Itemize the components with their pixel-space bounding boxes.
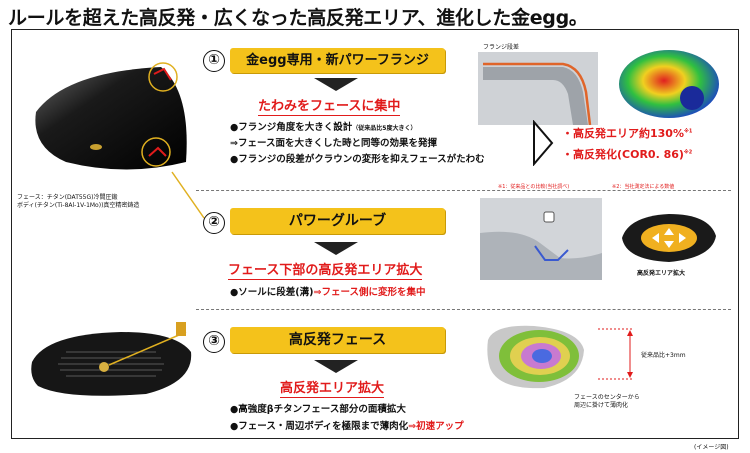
heatmap-head-image [619, 50, 719, 118]
section1-bullet-3: ●フランジの段差がクラウンの変形を抑えフェースがたわむ [230, 154, 485, 165]
section1-bullet-1: ●フランジ角度を大きく設計（従来品比5度大きく） [230, 119, 416, 133]
section-divider [196, 309, 731, 310]
driver-head-image [35, 62, 187, 170]
section2-bullet: ●ソールに段差(溝)⇒フェース側に変形を集中 [230, 284, 425, 298]
spec-body: ボディ(チタン(Ti-8Al-1V-1Mo))真空精密鋳造 [17, 202, 140, 209]
bullet-highlight: ⇒初速アップ [408, 421, 464, 432]
bullet-highlight: ⇒フェース側に変形を集中 [313, 287, 426, 298]
section1-number: ① [203, 50, 225, 72]
center-caption-1: フェースのセンターから [574, 394, 640, 401]
section2-title: パワーグルーブ [230, 208, 445, 234]
thickness-dimension-icon [598, 328, 634, 380]
footnote-2: ※2：当社測定法による数値 [612, 184, 675, 190]
connector-line [171, 171, 205, 219]
section2-number: ② [203, 212, 225, 234]
section3-bullet-1: ●高強度βチタンフェース部分の面積拡大 [230, 404, 406, 415]
center-caption-2: 周辺に掛けて薄肉化 [574, 402, 629, 409]
section1-subtitle: たわみをフェースに集中 [258, 95, 401, 116]
spec-face: フェース：チタン(DAT55G)冷間圧鍛 [17, 194, 118, 201]
section1-bullet-2: ⇒フェース面を大きくした時と同等の効果を発揮 [230, 138, 437, 149]
bullet-text: ●フェース・周辺ボディを極限まで薄肉化 [230, 421, 409, 432]
result-1-text: ・高反発エリア約130% [562, 127, 684, 140]
section3-subtitle: 高反発エリア拡大 [280, 377, 385, 398]
face-expand-image [622, 214, 716, 262]
footnote-1: ※1：従来品との比較(当社調べ) [498, 184, 570, 190]
flange-cross-section-image [478, 52, 598, 125]
chevron-right-icon [533, 120, 554, 166]
section2-caption: 高反発エリア拡大 [637, 270, 686, 277]
driver-face-image [31, 322, 192, 396]
section3-number: ③ [203, 331, 225, 353]
section3-title: 高反発フェース [230, 327, 445, 353]
section-divider [196, 190, 731, 191]
result-1: ・高反発エリア約130%※1 [562, 125, 692, 141]
content-frame [11, 29, 739, 439]
face-thickness-map-image [487, 325, 584, 389]
bullet-note: （従来品比5度大きく） [352, 125, 417, 132]
down-arrow-icon [314, 78, 358, 91]
down-arrow-icon [314, 360, 358, 373]
down-arrow-icon [314, 242, 358, 255]
section1-title: 金egg専用・新パワーフランジ [230, 48, 445, 73]
bullet-text: ●ソールに段差(溝) [230, 287, 314, 298]
footer-note: (イメージ図) [694, 444, 729, 451]
bullet-text: ●フランジ角度を大きく設計 [230, 122, 353, 133]
result-2: ・高反発化(COR0. 86)※2 [562, 146, 692, 162]
result-1-sup: ※1 [683, 128, 693, 135]
section3-bullet-2: ●フェース・周辺ボディを極限まで薄肉化⇒初速アップ [230, 418, 464, 432]
flange-label: フランジ段差 [483, 44, 520, 51]
section2-subtitle: フェース下部の高反発エリア拡大 [228, 259, 423, 280]
result-2-sup: ※2 [683, 149, 693, 156]
result-2-text: ・高反発化(COR0. 86) [562, 148, 684, 161]
power-groove-image [480, 198, 602, 280]
headline: ルールを超えた高反発・広くなった高反発エリア、進化した金egg。 [8, 7, 588, 29]
thickness-label: 従来品比+3mm [641, 352, 686, 359]
